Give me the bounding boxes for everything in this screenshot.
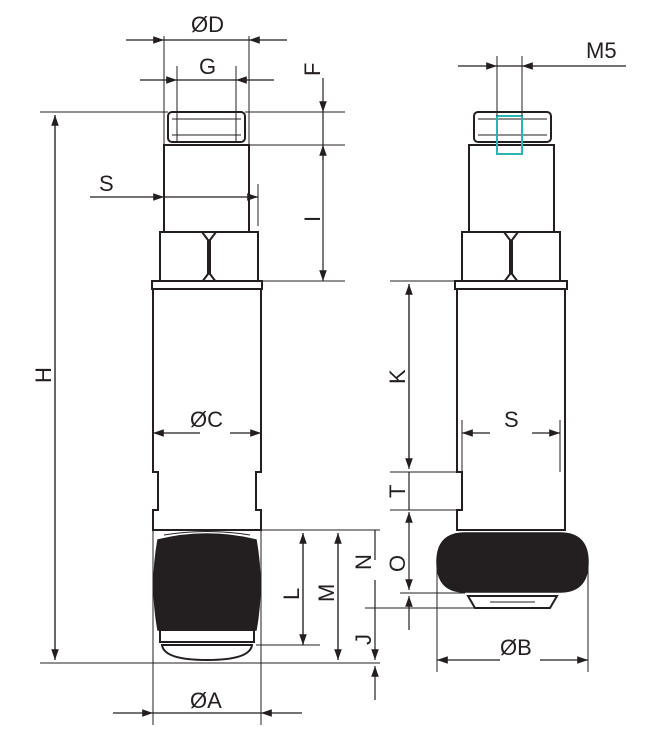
left-top-nut [167,111,246,143]
right-dimensions [365,56,626,672]
left-neck [163,144,250,233]
label-f: F [300,63,325,76]
left-dimensions [40,36,380,725]
label-g: G [199,54,216,79]
label-k: K [385,369,410,384]
label-l: L [279,588,304,600]
right-neck [468,144,555,233]
right-view [436,111,589,609]
label-s-right: S [504,407,519,432]
label-b: ØB [500,635,532,660]
label-m5: M5 [586,38,617,63]
label-d: ØD [191,12,224,37]
label-i: I [300,216,325,222]
dimension-labels: ØD G F S I H ØC L M N J ØA M5 K S T O ØB [31,12,617,713]
label-c: ØC [190,407,223,432]
right-hex [461,231,561,283]
left-hex [159,231,259,283]
right-fitting [436,532,589,609]
label-o: O [385,555,410,572]
left-view [151,111,263,662]
label-t: T [385,485,410,498]
right-collar [454,280,568,290]
label-a: ØA [190,688,222,713]
label-j: J [351,634,376,645]
label-h: H [31,367,56,383]
label-s-left: S [99,171,114,196]
left-collar [151,280,263,290]
m5-port-highlight-2 [496,115,523,155]
label-n: N [351,554,376,570]
left-fitting [153,531,261,662]
label-m: M [314,584,339,602]
